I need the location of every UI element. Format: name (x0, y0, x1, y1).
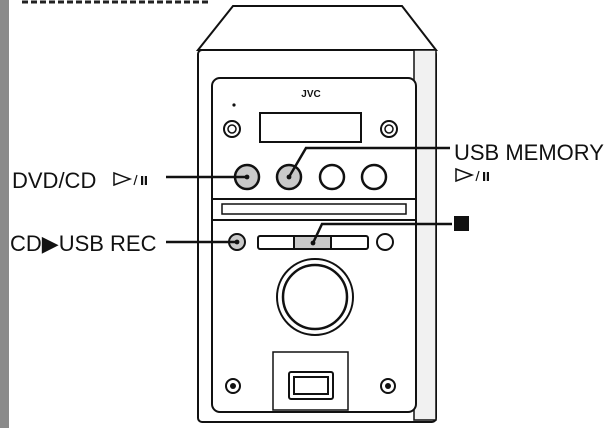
display-window (259, 112, 362, 143)
leader-usb-memory (287, 146, 450, 178)
label-cd-usb-rec: CD▶USB REC (10, 231, 157, 256)
aux-jack[interactable] (380, 378, 396, 394)
volume-knob[interactable] (276, 258, 354, 336)
play-pause-icon (113, 171, 147, 187)
brand-logo: JVC (301, 89, 320, 100)
play-pause-icon (455, 167, 489, 183)
phones-jack[interactable] (225, 378, 241, 394)
function-button-4[interactable] (360, 163, 388, 191)
usb-port-panel (272, 351, 349, 411)
record-row-right-button[interactable] (376, 233, 394, 251)
usb-port[interactable] (288, 371, 334, 400)
leader-stop (311, 222, 452, 244)
leader-dot-dvd-cd (244, 174, 250, 180)
leader-dot-usb-memory (286, 174, 292, 180)
page-edge-bar (0, 0, 9, 428)
label-usb-memory: USB MEMORY (454, 140, 604, 165)
standby-led (232, 103, 236, 107)
label-dvd-cd: DVD/CD (12, 168, 96, 193)
disc-tray-slot (221, 203, 407, 215)
function-button-3[interactable] (318, 163, 346, 191)
leader-dot-cd-usb-rec (234, 239, 240, 245)
power-button[interactable] (223, 120, 241, 138)
open-close-button[interactable] (380, 120, 398, 138)
cabinet-top (195, 5, 439, 51)
stop-icon (454, 216, 469, 231)
cabinet-side (413, 49, 437, 421)
leader-dot-stop (310, 240, 316, 246)
